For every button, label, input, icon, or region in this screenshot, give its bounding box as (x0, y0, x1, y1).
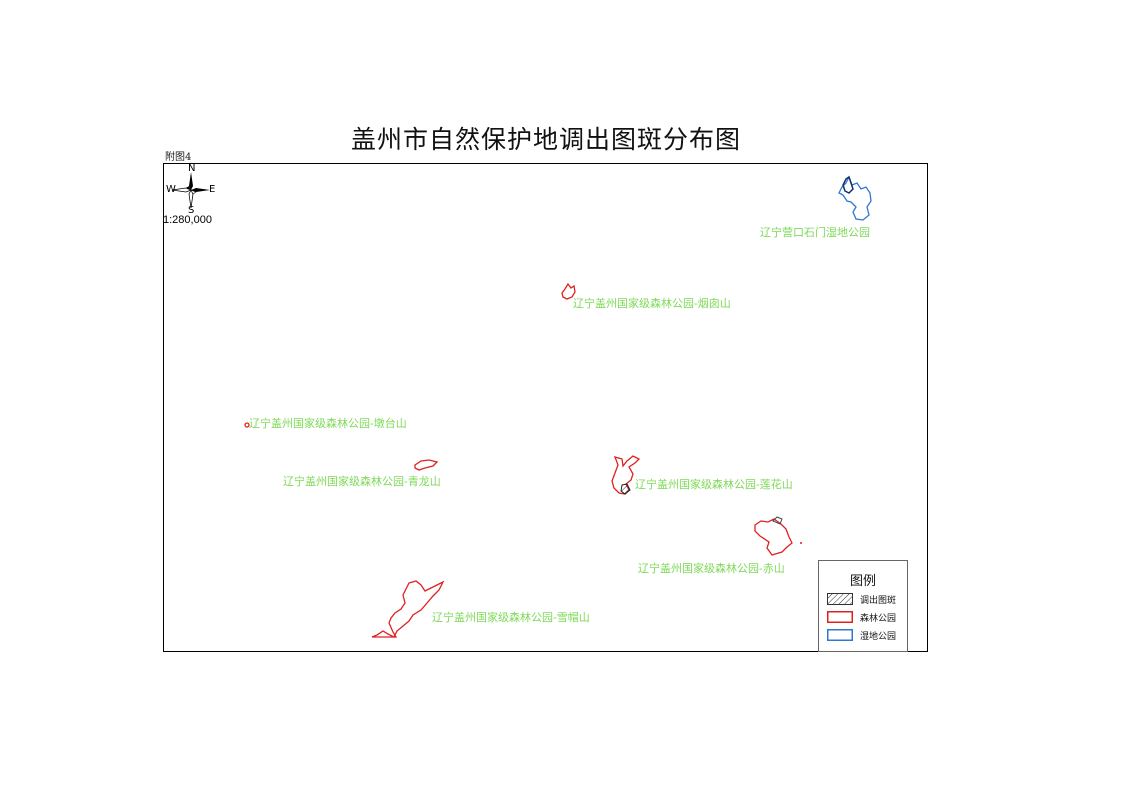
forest-park-chishan-polygon (754, 516, 802, 556)
legend-item-wetland-park: 湿地公园 (827, 629, 907, 643)
forest-swatch-icon (827, 611, 853, 623)
scale-text: 1:280,000 (163, 214, 212, 226)
label-duntaishan: 辽宁盖州国家级森林公园-墩台山 (249, 417, 407, 430)
compass-west-letter: W (166, 184, 176, 195)
compass-rose-icon (171, 172, 210, 209)
legend-title: 图例 (849, 574, 876, 589)
legend-label-removed-patch: 调出图斑 (860, 596, 897, 606)
hatch-swatch-icon (827, 593, 853, 605)
label-yanshan: 辽宁盖州国家级森林公园-烟囱山 (573, 297, 731, 310)
legend-item-removed-patch: 调出图斑 (827, 593, 907, 607)
north-arrow: N S E W (164, 163, 216, 219)
compass-east-letter: E (209, 184, 216, 195)
label-chishan: 辽宁盖州国家级森林公园-赤山 (638, 562, 785, 575)
wetland-swatch-icon (827, 629, 853, 641)
legend-item-forest-park: 森林公园 (827, 611, 907, 625)
map-legend: 图例 调出图斑 森林公园 湿地公园 (818, 560, 908, 652)
label-qinglongshan: 辽宁盖州国家级森林公园-青龙山 (283, 475, 441, 488)
map-title: 盖州市自然保护地调出图斑分布图 (350, 125, 741, 154)
forest-park-yanshan-polygon (561, 282, 576, 300)
wetland-park-yingkou-polygon (838, 175, 872, 221)
legend-label-forest-park: 森林公园 (860, 614, 897, 624)
label-xuemaoshan: 辽宁盖州国家级森林公园-雪帽山 (432, 611, 590, 624)
map-frame (163, 163, 928, 652)
forest-park-duntaishan-polygon (244, 422, 250, 428)
compass-south-letter: S (188, 205, 195, 216)
label-lianhuashan: 辽宁盖州国家级森林公园-莲花山 (635, 478, 793, 491)
forest-park-qinglongshan-polygon (414, 459, 439, 471)
map-canvas (244, 175, 872, 638)
compass-north-letter: N (188, 163, 196, 174)
legend-label-wetland-park: 湿地公园 (860, 632, 897, 642)
forest-park-xuemaoshan-polygon (371, 580, 445, 638)
figure-label: 附图4 (165, 152, 192, 163)
label-yingkou-wetland: 辽宁营口石门湿地公园 (760, 226, 870, 239)
forest-park-lianhuashan-polygon (611, 455, 641, 495)
